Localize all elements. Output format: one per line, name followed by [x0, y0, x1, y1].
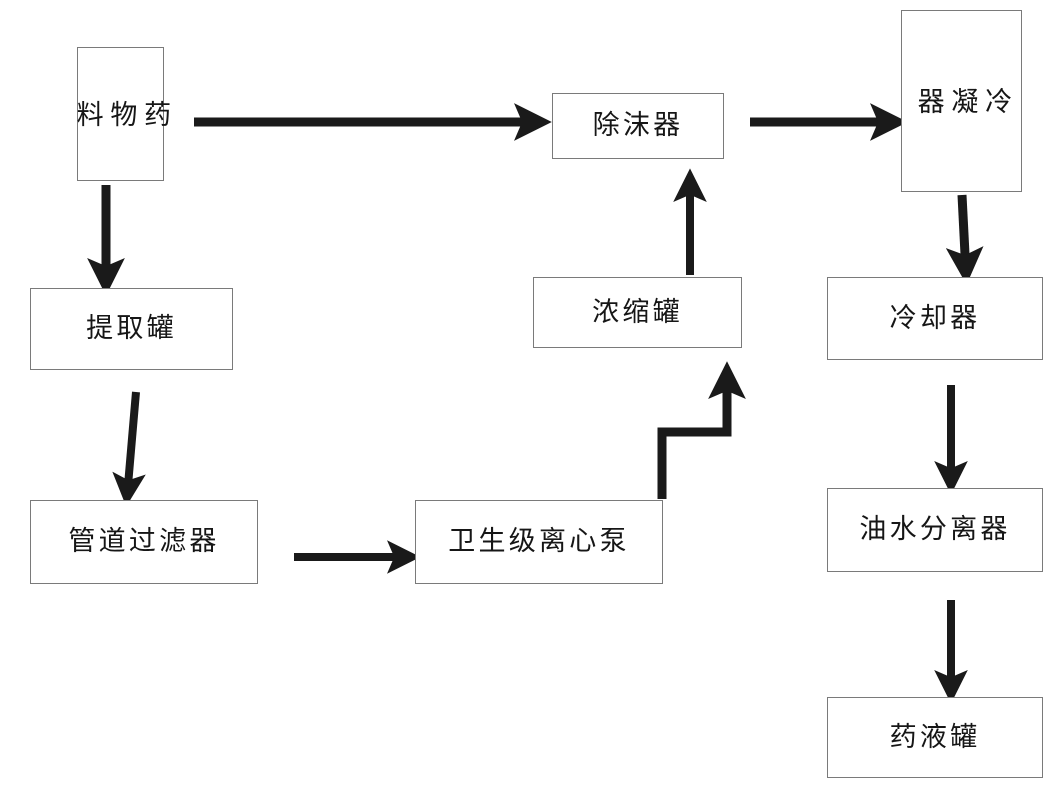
- edge-extraction-tank-to-pipeline-filter: [112, 391, 146, 507]
- node-pipeline-filter[interactable]: 管道过滤器: [30, 500, 258, 584]
- node-concentration-tank[interactable]: 浓缩罐: [533, 277, 742, 348]
- node-condenser[interactable]: 冷 凝 器: [901, 10, 1022, 192]
- node-cooler[interactable]: 冷却器: [827, 277, 1043, 360]
- node-label-condenser: 冷 凝 器: [912, 86, 1012, 116]
- node-drug-material[interactable]: 药 物 料: [72, 47, 170, 181]
- node-label-cooler: 冷却器: [889, 302, 981, 334]
- node-label-demister: 除沫器: [592, 110, 684, 142]
- edge-pump-to-concentration-tank: [657, 361, 746, 499]
- node-oil-water-separator[interactable]: 油水分离器: [827, 488, 1043, 572]
- node-label-extraction-tank: 提取罐: [86, 313, 177, 345]
- node-label-pipeline-filter: 管道过滤器: [68, 526, 220, 558]
- node-label-drug-material: 药 物 料: [71, 99, 171, 129]
- node-label-oil-water-separator: 油水分离器: [859, 514, 1011, 546]
- node-sanitary-centrifugal-pump[interactable]: 卫生级离心泵: [415, 500, 663, 584]
- node-extraction-tank[interactable]: 提取罐: [30, 288, 233, 370]
- node-label-sanitary-centrifugal-pump: 卫生级离心泵: [448, 526, 630, 558]
- node-demister[interactable]: 除沫器: [552, 93, 724, 159]
- node-label-concentration-tank: 浓缩罐: [592, 296, 683, 328]
- edge-condenser-to-cooler: [945, 194, 984, 285]
- node-liquid-medicine-tank[interactable]: 药液罐: [827, 697, 1043, 778]
- node-label-liquid-medicine-tank: 药液罐: [889, 721, 981, 753]
